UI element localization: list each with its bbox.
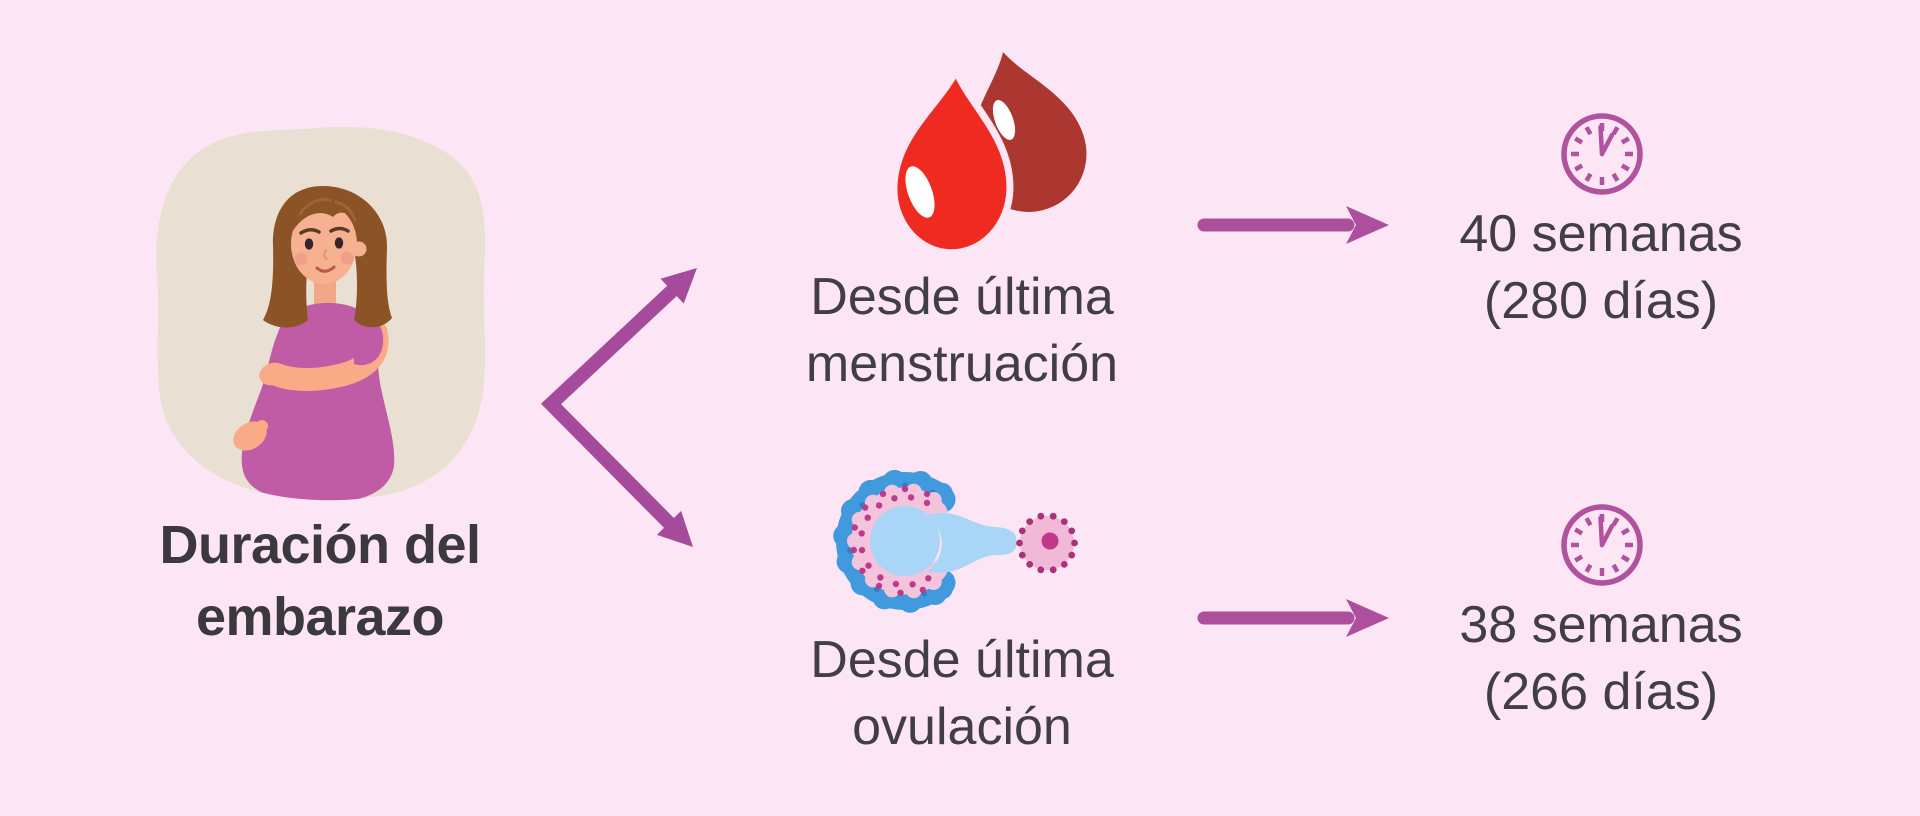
menstruation-label-line-2: menstruación: [805, 335, 1119, 393]
arrow-right-icon: [1196, 594, 1396, 642]
arrow-right-icon: [1196, 201, 1396, 249]
pregnant-woman-figure: [233, 186, 395, 501]
title-line-1: Duración del: [159, 515, 481, 575]
ovulation-icon: [833, 469, 1078, 613]
menstruation-label-line-1: Desde última: [810, 268, 1114, 326]
clock-icon: [1556, 499, 1648, 591]
menstruation-duration-line-2: (280 días): [1483, 272, 1719, 330]
menstruation-duration: 40 semanas (280 días): [1371, 201, 1831, 335]
ovulation-label: Desde última ovulación: [732, 627, 1192, 761]
pregnant-woman-illustration: [156, 126, 486, 501]
clock-icon: [1556, 108, 1648, 200]
ovulation-label-line-2: ovulación: [852, 698, 1072, 756]
ovulation-duration-line-1: 38 semanas: [1459, 596, 1743, 654]
diagram-title: Duración del embarazo: [110, 509, 530, 653]
ovulation-duration: 38 semanas (266 días): [1371, 592, 1831, 726]
ovulation-label-line-1: Desde última: [810, 631, 1114, 689]
ovulation-duration-line-2: (266 días): [1483, 663, 1719, 721]
menstruation-label: Desde última menstruación: [732, 264, 1192, 398]
title-line-2: embarazo: [195, 587, 445, 647]
menstruation-duration-line-1: 40 semanas: [1459, 205, 1743, 263]
branching-arrows-icon: [540, 268, 697, 547]
blood-drops-icon: [890, 52, 1087, 255]
